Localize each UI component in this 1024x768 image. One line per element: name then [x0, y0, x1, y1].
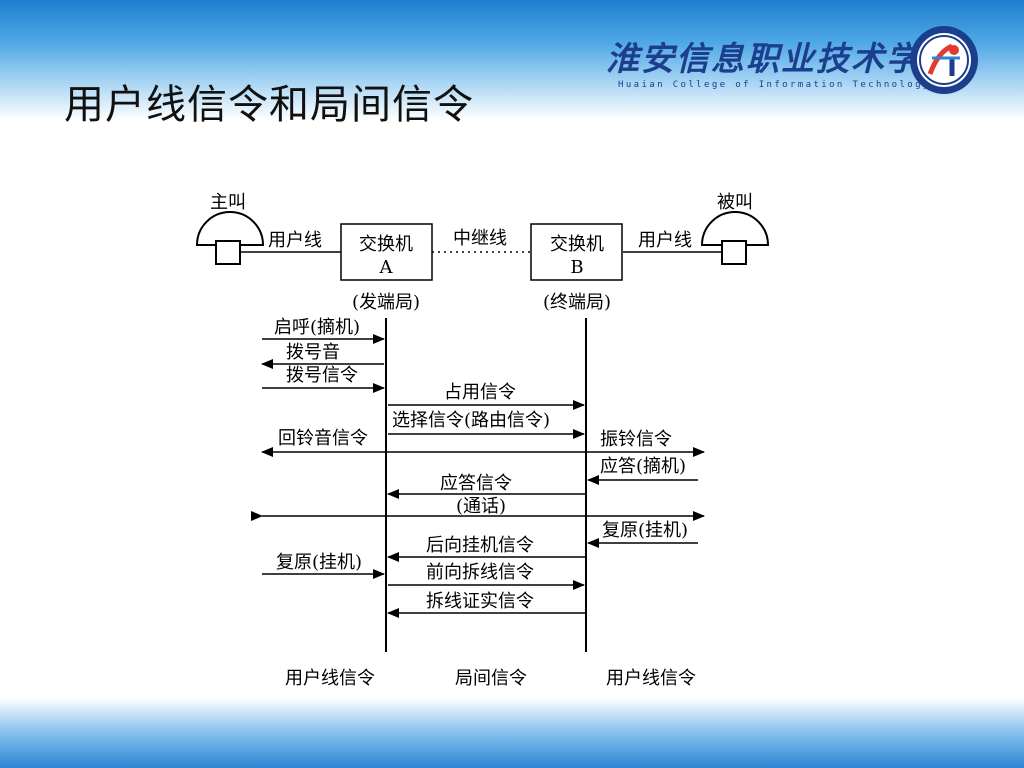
- signal-dial-label: 拨号信令: [286, 365, 358, 386]
- footer-interoffice-signaling: 局间信令: [455, 668, 527, 689]
- signal-ringing-label: 振铃信令: [600, 429, 672, 450]
- signal-selection-label: 选择信令(路由信令): [392, 410, 550, 431]
- switch-b-name: 交换机: [550, 234, 604, 255]
- switch-b-id: B: [570, 257, 583, 278]
- footer-background: [0, 698, 1024, 768]
- college-emblem-icon: [910, 26, 978, 94]
- trunk-label: 中继线: [453, 228, 507, 249]
- signal-clear-back-label: 后向挂机信令: [426, 535, 534, 556]
- switch-a-name: 交换机: [359, 234, 413, 255]
- signal-caller-onhook-label: 复原(挂机): [276, 552, 362, 573]
- signal-offhook-label: 启呼(摘机): [274, 317, 360, 338]
- college-name-logo: 淮安信息职业技术学院: [606, 39, 956, 78]
- caller-phone-icon: [195, 211, 265, 265]
- callee-label: 被叫: [717, 192, 753, 213]
- page-title: 用户线信令和局间信令: [64, 82, 474, 128]
- signal-answer-offhook-label: 应答(摘机): [600, 456, 686, 477]
- subscriber-line-right-label: 用户线: [638, 230, 692, 251]
- subscriber-line-left-label: 用户线: [268, 230, 322, 251]
- signal-ringback-label: 回铃音信令: [278, 428, 368, 449]
- signal-clear-forward-label: 前向拆线信令: [426, 562, 534, 583]
- caller-label: 主叫: [210, 192, 246, 213]
- switch-a-id: A: [379, 257, 394, 278]
- signal-release-guard-label: 拆线证实信令: [426, 591, 534, 612]
- footer-subscriber-signaling-right: 用户线信令: [606, 668, 696, 689]
- signal-callee-onhook-label: 复原(挂机): [602, 520, 688, 541]
- switch-a-box: [340, 223, 433, 281]
- college-name-english: Huaian College of Information Technology: [618, 80, 931, 90]
- footer-subscriber-signaling-left: 用户线信令: [285, 668, 375, 689]
- terminating-office-label: (终端局): [543, 292, 611, 313]
- header-background: [0, 0, 1024, 120]
- signal-answer-label: 应答信令: [440, 473, 512, 494]
- signal-seizure-label: 占用信令: [444, 382, 516, 403]
- conversation-label: (通话): [456, 496, 506, 517]
- switch-b-box: [530, 223, 623, 281]
- originating-office-label: (发端局): [352, 292, 420, 313]
- signal-dial-tone-label: 拨号音: [286, 342, 340, 363]
- callee-phone-icon: [700, 211, 770, 265]
